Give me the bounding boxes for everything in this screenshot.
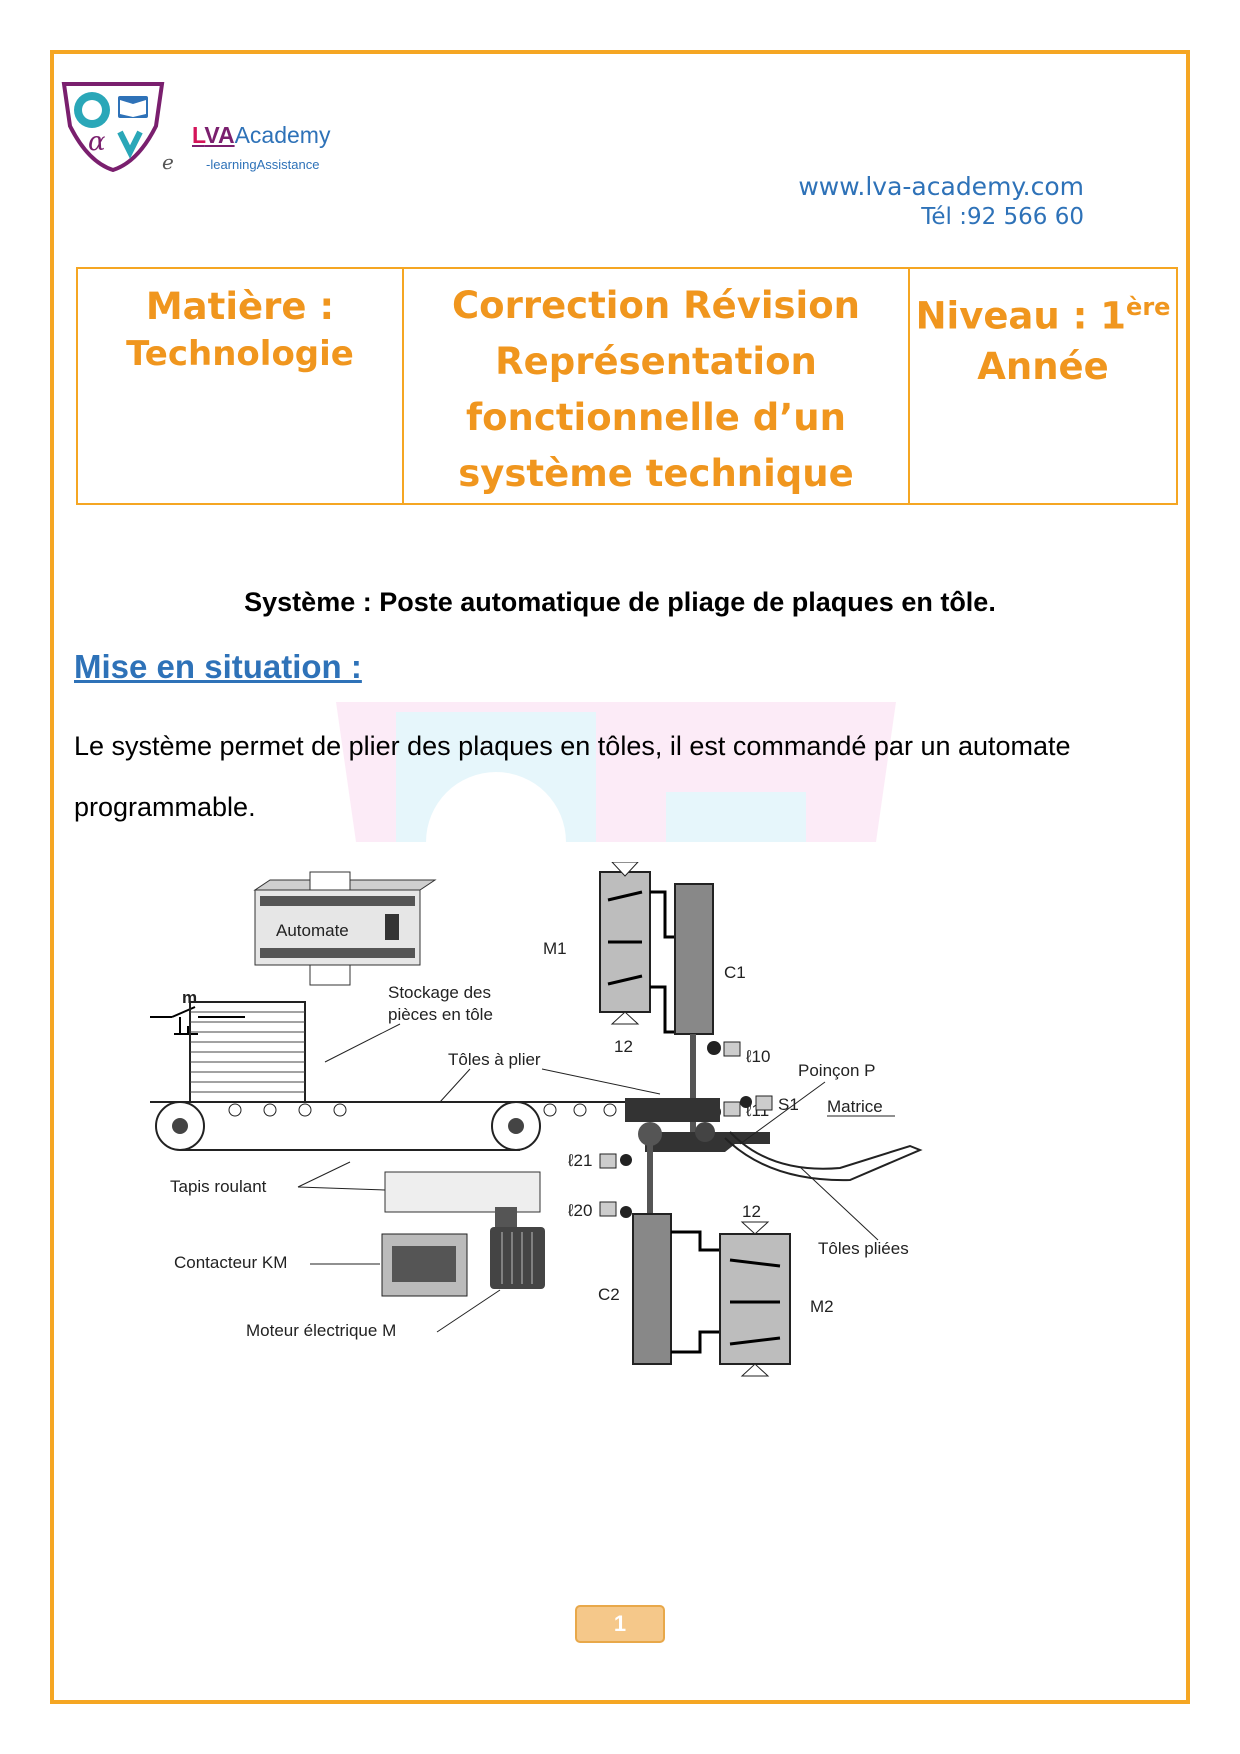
contacteur-km xyxy=(381,1233,468,1297)
watermark-logo-icon xyxy=(336,702,896,842)
header-table: Matière : Technologie Correction Révisio… xyxy=(76,267,1178,505)
valve-m1 xyxy=(599,862,651,1025)
brand-name: LVAAcademy xyxy=(192,122,331,148)
c1-label: C1 xyxy=(724,963,746,982)
brand-e-letter: e xyxy=(162,150,174,174)
valve-12-top-label: 12 xyxy=(614,1037,633,1056)
subject-label: Matière : xyxy=(145,285,335,328)
title-cell: Correction Révision Représentation fonct… xyxy=(402,267,910,505)
moteur-m xyxy=(490,1207,545,1289)
tapis-label: Tapis roulant xyxy=(170,1177,267,1196)
brand-tagline: -learningAssistance xyxy=(206,157,320,172)
matrice-label: Matrice xyxy=(827,1097,883,1116)
matrice xyxy=(625,1098,923,1182)
l21-label: ℓ21 xyxy=(567,1151,592,1170)
level-value: Année xyxy=(977,345,1109,389)
poincon-label: Poinçon P xyxy=(798,1061,876,1080)
c2-label: C2 xyxy=(598,1285,620,1304)
cylinder-c2 xyxy=(632,1144,672,1365)
lva-logo-icon: α xyxy=(61,82,165,172)
contact-block: www.lva-academy.com Tél :92 566 60 xyxy=(798,172,1084,232)
stockage-label-1: Stockage des xyxy=(388,983,491,1002)
document-title: Correction Révision Représentation fonct… xyxy=(452,284,860,495)
page-border xyxy=(50,50,1190,1704)
system-heading: Système : Poste automatique de pliage de… xyxy=(244,587,996,617)
level-superscript: ère xyxy=(1126,293,1171,321)
valve-m2 xyxy=(719,1221,791,1377)
section-title: Mise en situation : xyxy=(74,648,362,685)
cylinder-c1 xyxy=(645,883,770,1152)
subject-value: Technologie xyxy=(126,334,354,374)
svg-text:α: α xyxy=(88,127,106,157)
toles-pliees-label: Tôles pliées xyxy=(818,1239,909,1258)
conveyor-belt xyxy=(150,1101,670,1151)
level-cell: Niveau : 1ère Année xyxy=(908,267,1178,505)
system-diagram: Automate m Stockage des pièces en tôle T… xyxy=(150,862,923,1377)
automate-block: Automate xyxy=(253,871,437,986)
moteur-label: Moteur électrique M xyxy=(246,1321,396,1340)
s1-label: S1 xyxy=(778,1095,799,1114)
subject-cell: Matière : Technologie xyxy=(76,267,404,505)
website-link[interactable]: www.lva-academy.com xyxy=(798,172,1084,201)
contacteur-label: Contacteur KM xyxy=(174,1253,287,1272)
stockage-label-2: pièces en tôle xyxy=(388,1005,493,1024)
l20-label: ℓ20 xyxy=(567,1201,592,1220)
page-number: 1 xyxy=(575,1605,665,1643)
switch-m: m xyxy=(150,988,245,1035)
phone-number: Tél :92 566 60 xyxy=(921,204,1084,230)
m1-label: M1 xyxy=(543,939,567,958)
automate-label: Automate xyxy=(276,921,349,940)
intro-paragraph: Le système permet de plier des plaques e… xyxy=(74,731,1071,822)
toles-a-plier-label: Tôles à plier xyxy=(448,1050,541,1069)
level-label: Niveau : 1ère xyxy=(915,293,1171,338)
valve-12-bottom-label: 12 xyxy=(742,1202,761,1221)
m2-label: M2 xyxy=(810,1297,834,1316)
l10-label: ℓ10 xyxy=(745,1047,770,1066)
